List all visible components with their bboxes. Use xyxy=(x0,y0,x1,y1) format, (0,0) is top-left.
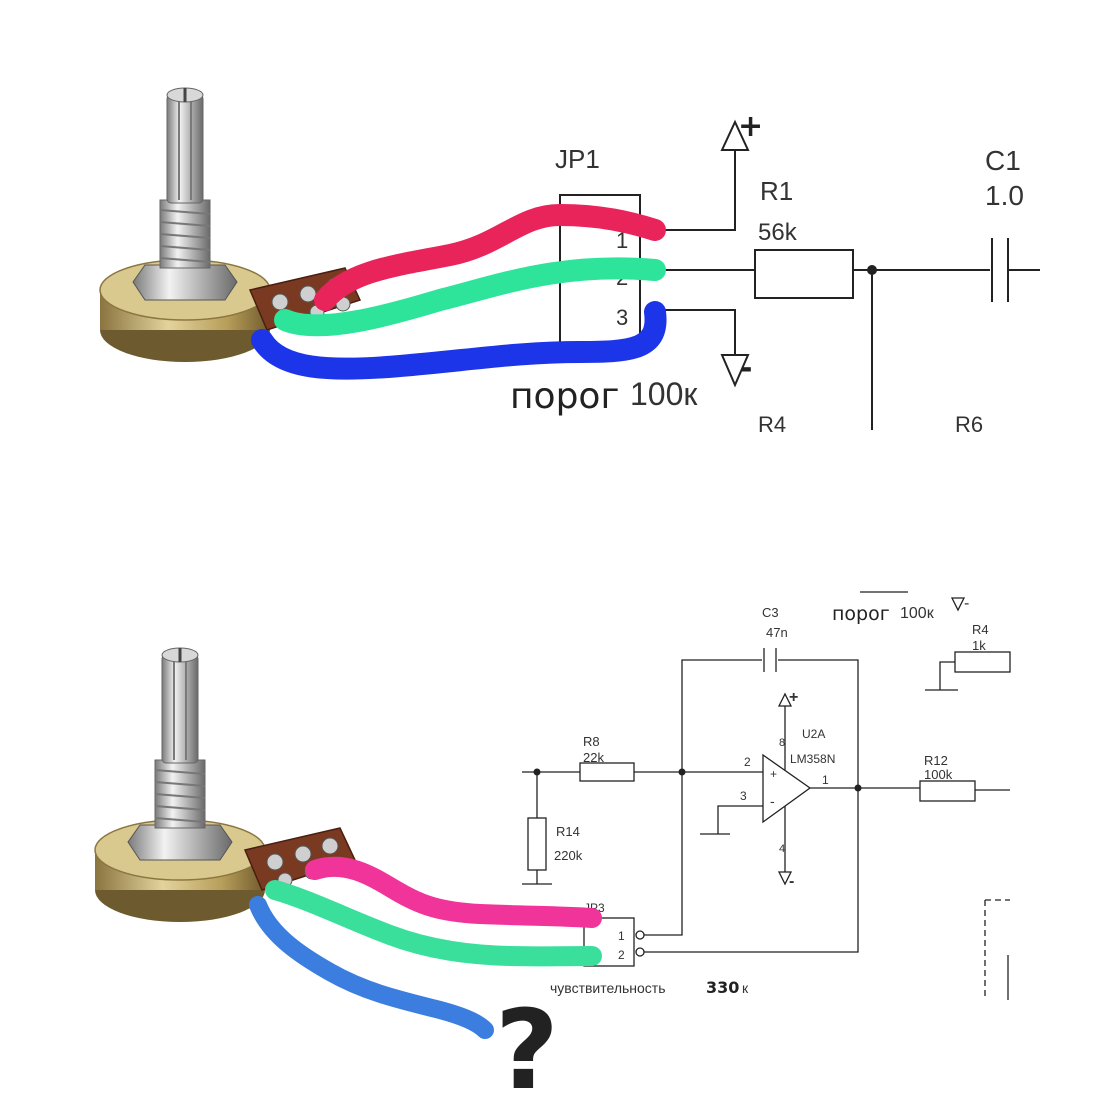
r1-value: 56k xyxy=(758,219,798,246)
porog-label-bottom: порог xyxy=(832,603,890,625)
wire-to-vplus xyxy=(662,150,736,231)
c1-value: 1.0 xyxy=(985,180,1024,211)
top-panel: JP1 1 2 3 + - R1 56k C1 1.0 R4 R6 порог xyxy=(98,86,1040,437)
jp3-pin-2: 2 xyxy=(618,948,625,962)
c3-value: 47n xyxy=(766,625,788,640)
r6-partial-label: R6 xyxy=(955,412,983,437)
green-wire xyxy=(274,257,666,337)
output-wire xyxy=(810,787,1010,791)
resistor-r14 xyxy=(527,817,547,871)
r14-wire xyxy=(522,772,552,885)
opamp-minus-input: - xyxy=(770,793,775,809)
wire-to-vminus xyxy=(662,309,736,355)
c1-label: C1 xyxy=(985,145,1021,176)
r4-label: R4 xyxy=(972,622,989,637)
c3-label: C3 xyxy=(762,605,779,620)
question-mark: ? xyxy=(495,986,559,1100)
resistor-r4 xyxy=(954,651,1011,673)
porog-label: порог xyxy=(510,376,619,417)
vplus-symbol: + xyxy=(738,109,763,144)
vminus-small-symbol: - xyxy=(964,595,969,612)
porog-value-bottom: 100к xyxy=(900,605,935,622)
opamp-vminus-icon xyxy=(777,871,793,886)
vminus-small-icon xyxy=(950,597,966,612)
opamp-vplus-symbol: + xyxy=(789,689,798,706)
jp3-pin-1: 1 xyxy=(618,929,625,943)
porog-value: 100к xyxy=(630,376,698,412)
u2a-model: LM358N xyxy=(790,752,835,766)
jp3-pin2-wire xyxy=(644,790,859,953)
r4-partial-label: R4 xyxy=(758,412,786,437)
vminus-symbol: - xyxy=(740,351,752,386)
r8-label: R8 xyxy=(583,734,600,749)
feedback-loop xyxy=(681,659,859,790)
r1-label: R1 xyxy=(760,176,793,206)
sensitivity-value: 330 xyxy=(706,978,739,997)
opamp-pin-1: 1 xyxy=(822,773,829,787)
potentiometer-bottom xyxy=(93,646,357,924)
sensitivity-unit: к xyxy=(742,980,749,996)
r12-value: 100k xyxy=(924,767,953,782)
jp1-label: JP1 xyxy=(555,144,600,174)
r12-label: R12 xyxy=(924,753,948,768)
sensitivity-label: чувствительность xyxy=(550,980,666,996)
red-wire xyxy=(314,204,666,311)
mint-wire xyxy=(265,880,602,967)
jp3-pin-1-terminal xyxy=(635,930,645,940)
r4-value: 1k xyxy=(972,638,986,653)
u2a-label: U2A xyxy=(802,727,825,741)
junction-output xyxy=(854,784,862,792)
vplus-arrow-icon xyxy=(720,119,750,151)
resistor-r8 xyxy=(579,762,635,782)
opamp-plus-input: + xyxy=(770,767,777,781)
opamp-u2a xyxy=(762,753,812,824)
blue-wire xyxy=(251,301,667,380)
opamp-pin-2: 2 xyxy=(744,755,751,769)
lightblue-wire xyxy=(249,896,494,1039)
resistor-r1 xyxy=(754,249,854,299)
r4-ground-wire xyxy=(925,661,958,691)
vminus-arrow-icon xyxy=(720,354,750,388)
jp1-pin-3: 3 xyxy=(616,305,628,330)
opamp-pin-3: 3 xyxy=(740,789,747,803)
r14-value: 220k xyxy=(554,848,583,863)
opamp-ground-wire xyxy=(700,805,763,835)
bottom-panel: порог 100к - R4 1k C3 47n + - U2A LM358N… xyxy=(93,591,1011,1100)
jp3-pin1-wire xyxy=(644,772,683,936)
pink-wire xyxy=(305,856,602,928)
jp3-connector xyxy=(583,917,635,967)
resistor-r12 xyxy=(919,780,976,802)
opamp-vplus-icon xyxy=(777,692,793,707)
opamp-pin-8: 8 xyxy=(779,737,785,749)
jp3-pin-2-terminal xyxy=(635,947,645,957)
r14-label: R14 xyxy=(556,824,580,839)
jp1-pin-1: 1 xyxy=(616,228,628,253)
opamp-vminus-symbol: - xyxy=(789,873,794,890)
opamp-pin-4: 4 xyxy=(779,843,785,855)
r8-value: 22k xyxy=(583,750,604,765)
partial-dashed-box xyxy=(984,899,1010,1000)
